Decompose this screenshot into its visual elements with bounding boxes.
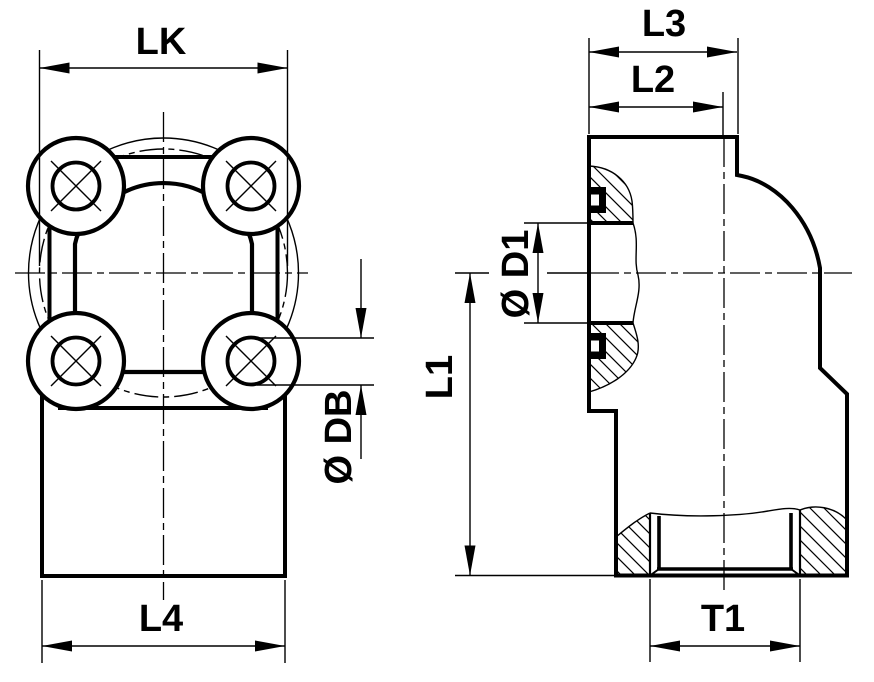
dim-l3: L3 (588, 3, 739, 134)
arrowhead (39, 62, 70, 74)
dim-l1: L1 (419, 273, 616, 577)
thread-chamfer-left (649, 568, 660, 577)
hatch-port-right (800, 507, 846, 576)
side-view: L3 L2 L1 Ø D1 (419, 3, 852, 662)
thread-chamfer-right (790, 568, 801, 577)
arrowhead (589, 101, 619, 113)
thread-break-line (649, 507, 801, 517)
dim-label-l3: L3 (642, 3, 686, 45)
dim-label-d1: Ø D1 (495, 230, 537, 319)
dim-label-db: Ø DB (318, 390, 360, 485)
arrowhead (770, 640, 800, 652)
break-line-middle (632, 222, 640, 324)
arrowhead (693, 101, 723, 113)
thread-break-line (615, 512, 651, 538)
hatch-port-left (616, 513, 650, 576)
dim-lk: LK (38, 21, 289, 266)
dim-label-t1: T1 (701, 598, 745, 640)
dim-db: Ø DB (257, 259, 374, 485)
dim-l4: L4 (41, 580, 286, 663)
arrowhead (532, 293, 544, 323)
arrowhead (255, 640, 285, 652)
break-line-upper (588, 165, 634, 224)
groove-cavity (591, 340, 599, 352)
arrowhead (650, 640, 680, 652)
dim-label-l2: L2 (631, 59, 675, 101)
dim-label-lk: LK (136, 21, 187, 63)
break-line-lower (588, 322, 640, 393)
front-view: LK L4 Ø DB (15, 21, 374, 663)
arrowhead (257, 62, 288, 74)
bolt-hole-cross-marks (50, 160, 277, 387)
arrowhead (532, 223, 544, 253)
dim-label-l1: L1 (419, 355, 461, 399)
arrowhead (42, 640, 72, 652)
arrowhead (707, 46, 737, 58)
arrowhead (464, 545, 476, 576)
seal-groove-upper (589, 187, 606, 213)
arrowhead (355, 308, 367, 338)
groove-cavity (591, 194, 599, 206)
arrowhead (464, 273, 476, 303)
dim-t1: T1 (649, 579, 801, 662)
dim-l2: L2 (589, 59, 724, 136)
thread-break-line (799, 506, 847, 520)
arrowhead (589, 46, 619, 58)
dim-label-l4: L4 (139, 598, 183, 640)
seal-groove-lower (589, 333, 606, 359)
dim-d1: Ø D1 (495, 222, 587, 324)
arrowhead (355, 385, 367, 415)
body-outline (587, 135, 849, 578)
